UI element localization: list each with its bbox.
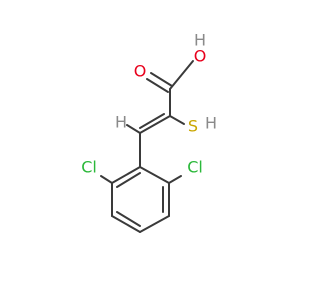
ring-bond-c9-c4 <box>139 166 170 184</box>
ring-bond-c4-c5-inner <box>116 172 141 188</box>
atom-cl-left: Cl <box>81 158 97 177</box>
atom-cl-right: Cl <box>187 158 203 177</box>
ring-bond-c4-c5 <box>111 166 141 184</box>
bond-c1-o-double-b <box>146 78 169 93</box>
bond-c2-s <box>169 115 185 125</box>
bond-c5-cl <box>100 175 113 184</box>
molecule-drawing: O O H S H H Cl Cl <box>81 31 217 233</box>
ring-bond-c6-c7-inner <box>116 211 141 227</box>
ring-bond-c6-c7 <box>111 215 141 233</box>
atom-o-carbonyl: O <box>134 62 147 81</box>
atom-h-thiol: H <box>205 114 217 133</box>
bond-c2-c3-b <box>139 113 165 129</box>
atom-h-hydroxyl: H <box>194 31 206 50</box>
atom-o-hydroxyl: O <box>194 47 207 66</box>
structure-canvas: O O H S H H Cl Cl <box>81 30 218 233</box>
bond-c2-c3-a <box>139 115 171 134</box>
bond-c9-cl <box>168 175 182 184</box>
atom-sulfur: S <box>188 117 198 136</box>
ring-bond-c7-c8 <box>139 215 170 233</box>
bond-c1-o-double-a <box>150 72 173 87</box>
bond-c3-h <box>126 124 141 134</box>
atom-h-vinyl: H <box>115 113 127 132</box>
bond-c1-oh <box>169 60 194 90</box>
